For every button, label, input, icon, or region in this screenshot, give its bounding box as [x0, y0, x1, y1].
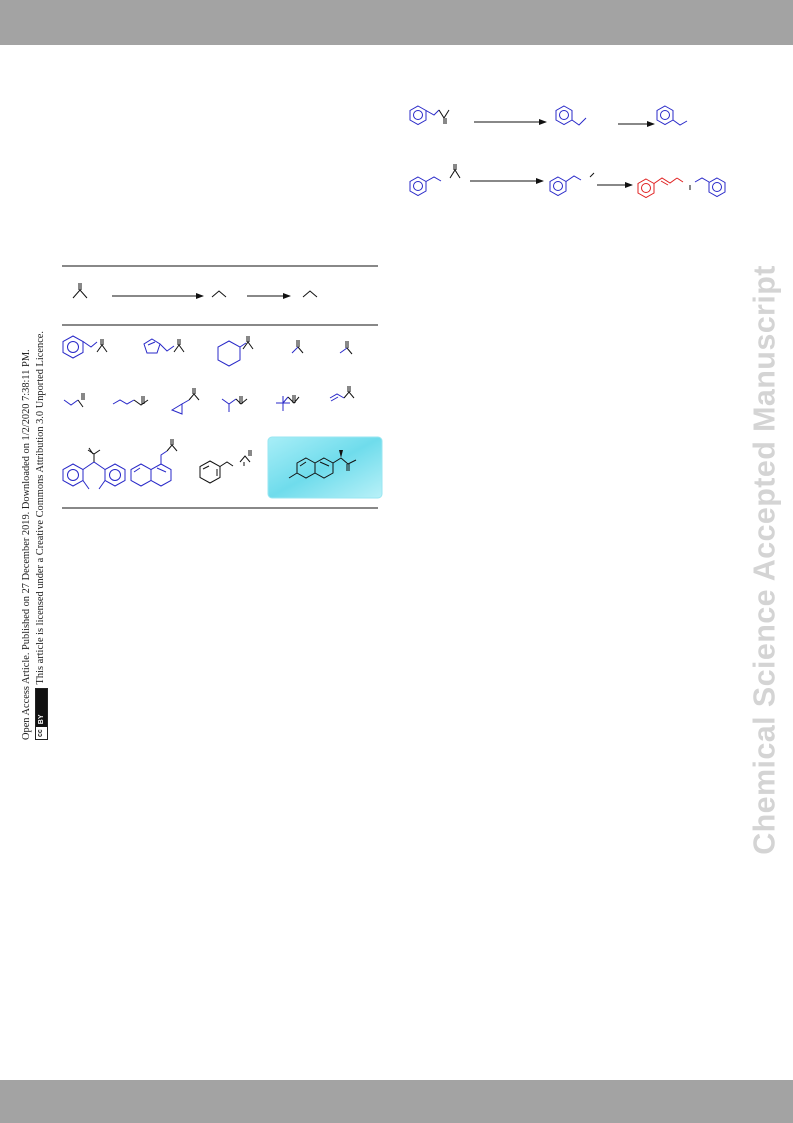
substrate-isopropyl: [221, 398, 237, 412]
general-scheme: [72, 283, 318, 299]
benzyl-substrate-1: [409, 105, 440, 126]
substrate-propyl: [112, 399, 135, 405]
substrate-cyclohexyl: [217, 340, 247, 367]
substrate-cyclopropyl: [170, 399, 190, 415]
substrate-thienyl: [143, 338, 175, 354]
amide-group-2: [449, 164, 461, 179]
substrate-tert-butyl: [276, 396, 290, 411]
substrate-methyl: [291, 346, 299, 354]
substrate-benzyl: [62, 335, 98, 359]
amide-group-1: [438, 109, 450, 124]
substrate-xanthenyl: [62, 461, 126, 490]
intermediate-2: [549, 175, 582, 197]
header-band: [0, 0, 793, 45]
substrate-ethyl: [63, 399, 79, 406]
benzyl-substrate-2: [409, 176, 442, 197]
benzyl-coproduct: [694, 177, 726, 198]
highlight-box: [267, 436, 383, 499]
substrate-phenethyl: [199, 450, 252, 484]
substrate-isopropyl-short: [339, 347, 348, 354]
substrate-vinyl: [329, 393, 345, 402]
cinnamyl-product: [637, 177, 684, 199]
footer-band: [0, 1080, 793, 1123]
product-1: [656, 105, 688, 126]
substrate-naphthylmethyl: [130, 450, 172, 487]
intermediate-1: [555, 105, 587, 126]
scheme-right-row-1: [409, 105, 688, 127]
scheme-right-row-2: [409, 164, 726, 199]
stereo-wedge: [339, 450, 343, 458]
substrate-naproxen: [288, 457, 357, 479]
substrate-table: [62, 265, 383, 509]
